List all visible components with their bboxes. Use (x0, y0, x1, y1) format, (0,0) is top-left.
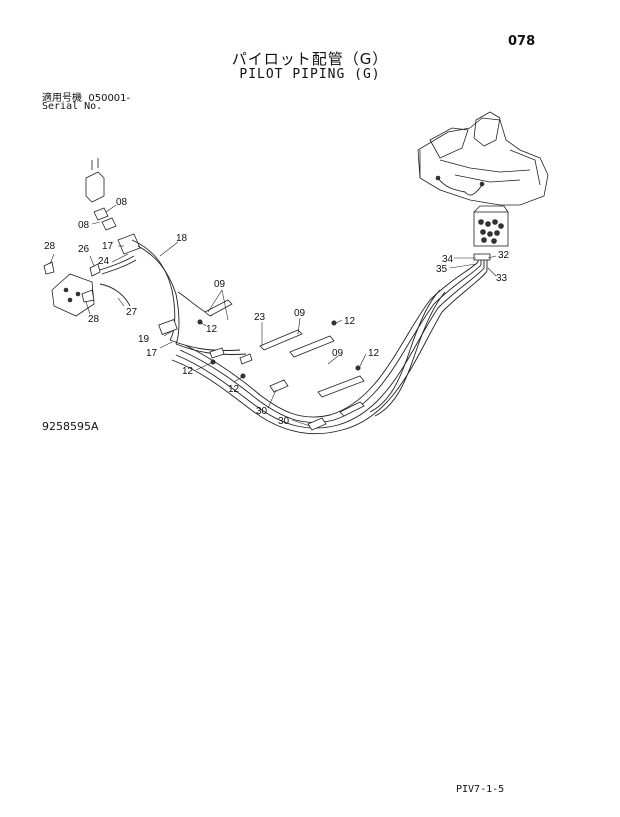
callout-08-upper: 08 (116, 197, 128, 208)
callout-33: 33 (496, 273, 508, 284)
serial-label-jp-text: 適用号機 (42, 93, 82, 104)
serial-value: 050001- (88, 93, 131, 104)
leader-lines (49, 204, 497, 427)
callout-23: 23 (254, 312, 266, 323)
callout-30-lower: 30 (278, 416, 290, 427)
callout-12-left: 12 (206, 324, 218, 335)
hose-bundle (171, 253, 491, 434)
callout-18: 18 (176, 233, 188, 244)
callout-17-upper: 17 (102, 241, 114, 252)
callout-28-lower: 28 (88, 314, 100, 325)
callout-35: 35 (436, 264, 448, 275)
callout-09-center-top: 09 (294, 308, 306, 319)
callout-28-upper: 28 (44, 241, 56, 252)
callout-27: 27 (126, 307, 138, 318)
callout-08-lower: 08 (78, 220, 90, 231)
callout-30-upper: 30 (256, 406, 268, 417)
callout-09-left: 09 (214, 279, 226, 290)
serial-label-japanese: 適用号機 050001- (42, 89, 130, 104)
mounting-plates (204, 299, 365, 431)
drawing-code: 9258595A (42, 420, 99, 433)
callout-32: 32 (498, 250, 510, 261)
callout-12-lower: 12 (228, 384, 240, 395)
callout-26: 26 (78, 244, 90, 255)
machine-assembly-illustration (417, 111, 549, 247)
callout-17-lower: 17 (146, 348, 158, 359)
callout-12-center-top: 12 (344, 316, 356, 327)
callout-19: 19 (138, 334, 150, 345)
callout-24: 24 (98, 256, 110, 267)
serial-label-english: Serial No. (42, 101, 103, 112)
footer-code: PIV7-1-5 (456, 784, 505, 795)
title-japanese: パイロット配管（G） (231, 50, 389, 68)
callout-34: 34 (442, 254, 454, 265)
valve-ports (478, 219, 504, 244)
callout-labels: 08 08 28 26 17 24 18 27 28 09 12 19 17 2… (44, 197, 510, 427)
callout-09-center: 09 (332, 348, 344, 359)
left-valve-assembly (43, 158, 247, 355)
callout-12-lower-left: 12 (182, 366, 194, 377)
callout-12-center-right: 12 (368, 348, 380, 359)
page-number: 078 (508, 34, 536, 49)
title-english: PILOT PIPING (G) (239, 67, 381, 82)
